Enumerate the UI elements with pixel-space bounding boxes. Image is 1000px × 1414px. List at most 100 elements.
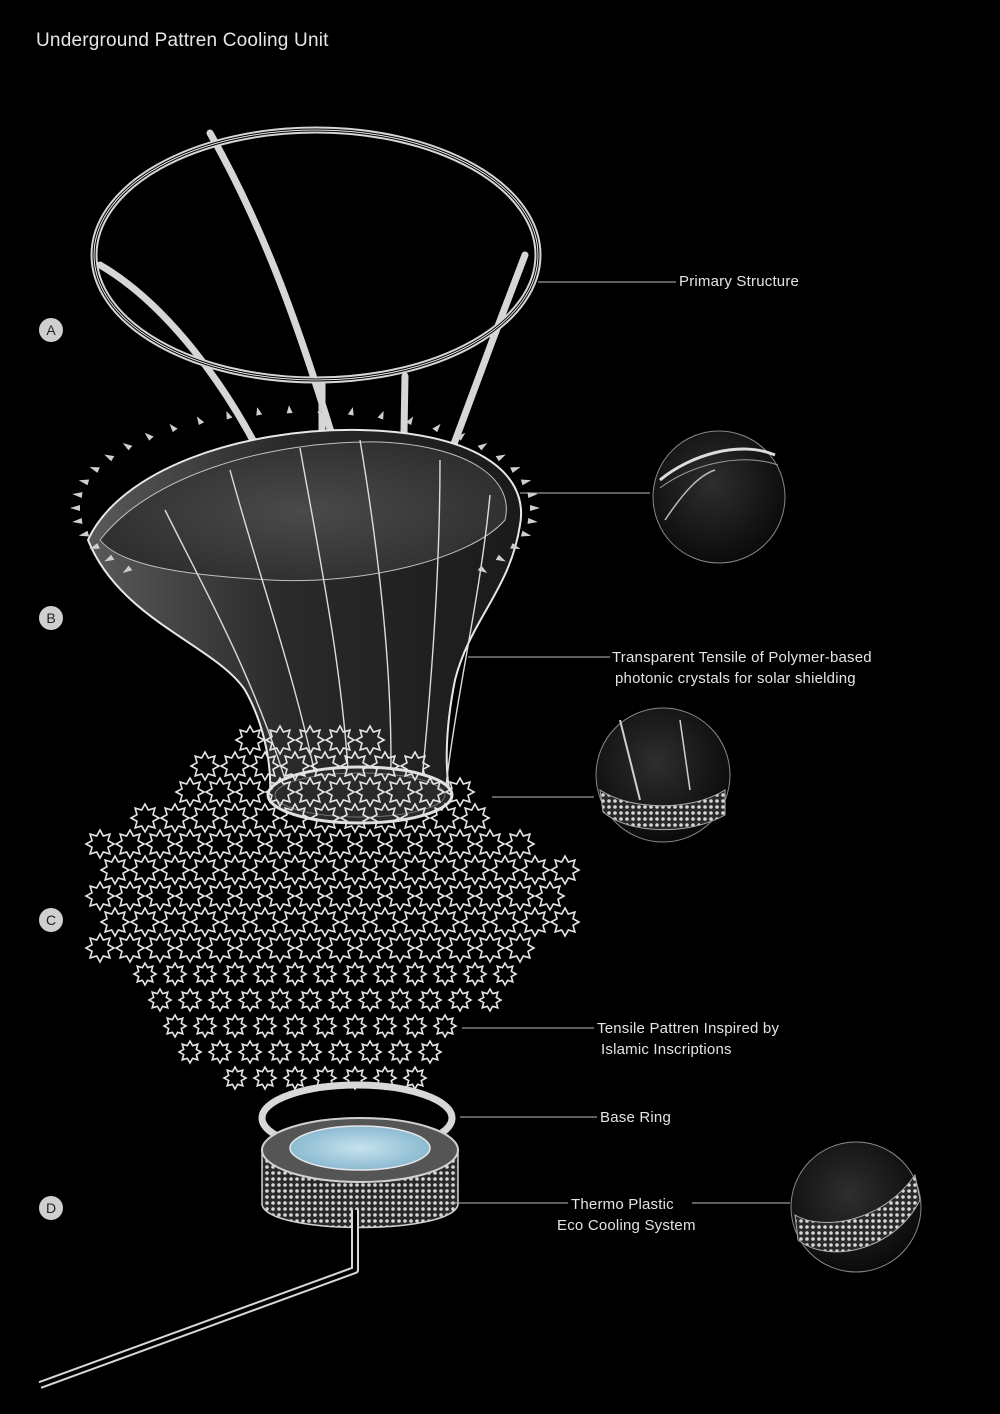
mesh-star — [264, 932, 296, 964]
membrane-spike — [405, 416, 414, 426]
mesh-star — [354, 880, 386, 912]
mesh-star — [252, 1013, 278, 1039]
mesh-star — [192, 961, 218, 987]
membrane-spike — [377, 410, 384, 420]
mesh-star — [309, 802, 341, 834]
mesh-star — [297, 987, 323, 1013]
mesh-star — [447, 987, 473, 1013]
mesh-star — [222, 961, 248, 987]
membrane-spike — [89, 466, 100, 473]
mesh-star — [84, 828, 116, 860]
mesh-star — [369, 854, 401, 886]
section-marker-c: C — [39, 908, 63, 932]
membrane-spike — [510, 543, 521, 550]
mesh-star — [294, 880, 326, 912]
mesh-star — [204, 828, 236, 860]
mesh-star — [432, 961, 458, 987]
label-base-ring: Base Ring — [600, 1107, 671, 1128]
mesh-star — [339, 854, 371, 886]
mesh-star — [144, 880, 176, 912]
mesh-star — [207, 1039, 233, 1065]
pattern-text-line1: Tensile Pattren Inspired by — [597, 1020, 780, 1037]
mesh-star — [459, 906, 491, 938]
mesh-star — [369, 906, 401, 938]
mesh-star — [369, 802, 401, 834]
membrane-spike — [347, 407, 354, 416]
mesh-star — [114, 932, 146, 964]
mesh-star — [429, 906, 461, 938]
mesh-star — [492, 961, 518, 987]
mesh-star — [129, 906, 161, 938]
mesh-star — [474, 828, 506, 860]
mesh-star — [489, 854, 521, 886]
membrane-spike — [456, 432, 466, 441]
mesh-star — [414, 776, 446, 808]
mesh-star — [222, 1013, 248, 1039]
membrane-spike — [144, 432, 154, 441]
mesh-star — [84, 932, 116, 964]
membrane-spike — [89, 543, 100, 550]
mesh-star — [354, 828, 386, 860]
mesh-star — [219, 906, 251, 938]
mesh-star — [324, 776, 356, 808]
mesh-star — [372, 961, 398, 987]
mesh-star — [174, 776, 206, 808]
mesh-star — [282, 1013, 308, 1039]
mesh-star — [267, 1039, 293, 1065]
mesh-star — [279, 906, 311, 938]
membrane-spike — [495, 554, 506, 562]
mesh-star — [354, 932, 386, 964]
mesh-star — [234, 880, 266, 912]
mesh-star — [504, 932, 536, 964]
mesh-star — [354, 724, 386, 756]
pattern-text-line2: Islamic Inscriptions — [601, 1041, 732, 1058]
mesh-star — [459, 854, 491, 886]
membrane-spike — [104, 554, 115, 562]
mesh-star — [147, 987, 173, 1013]
mesh-star — [192, 1013, 218, 1039]
mesh-star — [204, 880, 236, 912]
mesh-star — [324, 828, 356, 860]
mesh-star — [264, 828, 296, 860]
base-ring-text: Base Ring — [600, 1109, 672, 1126]
mesh-star — [489, 906, 521, 938]
mesh-star — [237, 1039, 263, 1065]
mesh-star — [384, 776, 416, 808]
membrane-spike — [477, 565, 488, 574]
mesh-star — [387, 987, 413, 1013]
label-transparent-tensile: Transparent Tensile of Polymer-based pho… — [612, 647, 872, 689]
mesh-star — [387, 1039, 413, 1065]
section-marker-b: B — [39, 606, 63, 630]
mesh-star — [429, 802, 461, 834]
mesh-star — [234, 724, 266, 756]
mesh-star — [309, 750, 341, 782]
mesh-star — [399, 906, 431, 938]
membrane-spike — [78, 479, 90, 486]
mesh-star — [189, 854, 221, 886]
mesh-star — [339, 906, 371, 938]
mesh-star — [477, 987, 503, 1013]
mesh-star — [234, 932, 266, 964]
membrane-spike — [122, 565, 133, 574]
mesh-star — [324, 724, 356, 756]
membrane-spike — [226, 410, 233, 420]
mesh-star — [339, 750, 371, 782]
mesh-star — [129, 854, 161, 886]
membrane-spike — [169, 423, 178, 433]
membrane-spike — [78, 530, 90, 537]
mesh-star — [327, 987, 353, 1013]
mesh-star — [162, 1013, 188, 1039]
mesh-star — [504, 880, 536, 912]
section-marker-a: A — [39, 318, 63, 342]
mesh-star — [144, 932, 176, 964]
mesh-star — [162, 961, 188, 987]
mesh-star — [402, 1065, 428, 1091]
membrane-spike — [256, 407, 263, 416]
membrane-spike — [432, 423, 441, 433]
mesh-star — [474, 880, 506, 912]
mesh-star — [144, 828, 176, 860]
membrane-spike — [104, 454, 115, 462]
mesh-star — [312, 961, 338, 987]
mesh-star — [294, 724, 326, 756]
